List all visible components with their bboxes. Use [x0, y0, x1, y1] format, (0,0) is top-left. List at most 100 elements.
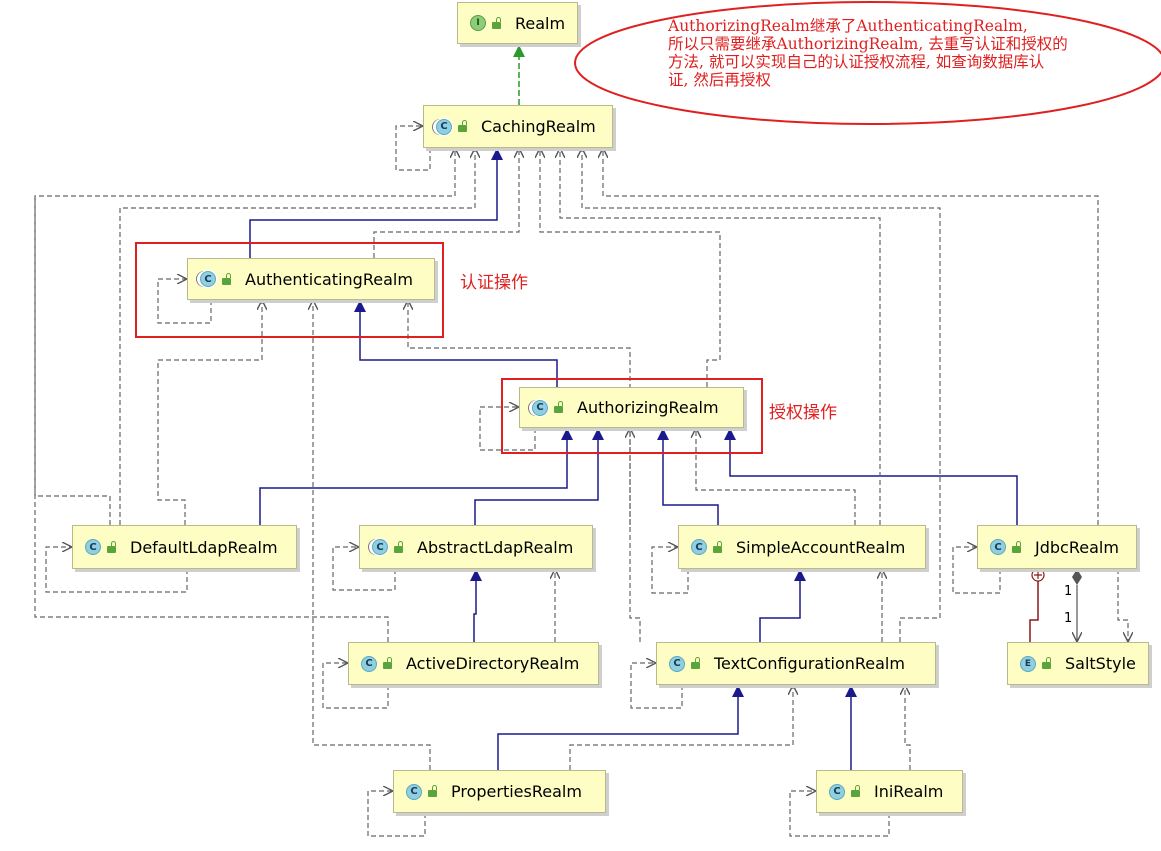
inheritance-note: AuthorizingRealm继承了AuthenticatingRealm, …: [668, 17, 1158, 89]
node-jdbc-realm[interactable]: C JdbcRealm: [977, 525, 1137, 569]
node-text-configuration-realm[interactable]: C TextConfigurationRealm: [656, 642, 936, 685]
node-abstract-ldap-realm[interactable]: C AbstractLdapRealm: [359, 525, 593, 569]
edge-abstractldap-extends-authorizing: [474, 428, 604, 525]
node-label: IniRealm: [874, 782, 944, 801]
class-icon: C: [669, 655, 685, 672]
note-line: AuthorizingRealm继承了AuthenticatingRealm,: [668, 17, 1028, 35]
edge-self-activedirectory: [322, 663, 389, 709]
public-lock-icon: [851, 785, 860, 797]
public-lock-icon: [222, 272, 231, 285]
public-lock-icon: [1042, 657, 1051, 669]
class-icon: C: [361, 655, 377, 672]
node-label: SaltStyle: [1065, 654, 1136, 673]
class-icon: C: [691, 539, 707, 555]
edge-authenticating-extends-caching: [249, 148, 503, 258]
node-label: AuthorizingRealm: [577, 398, 719, 417]
class-icon: C: [990, 539, 1006, 555]
node-label: ActiveDirectoryRealm: [406, 654, 580, 673]
edge-self-defaultldap: [45, 547, 188, 593]
multiplicity-upper: 1: [1064, 584, 1073, 599]
note-line: 所以只需要继承AuthorizingRealm, 去重写认证和授权的: [668, 35, 1068, 53]
authorization-highlight-box: [501, 378, 763, 454]
public-lock-icon: [383, 657, 392, 669]
edge-dep-authorizing-caching: [540, 148, 721, 387]
edge-properties-extends-textconfig: [497, 685, 744, 770]
edge-dep-activedirectory-caching: [34, 196, 389, 642]
public-lock-icon: [394, 540, 403, 553]
inner-class-plus: [1034, 571, 1042, 579]
edge-dep-textconfig-authorizing: [630, 428, 641, 642]
edge-self-properties: [367, 791, 426, 837]
edge-dep-ini-textconfig: [905, 685, 911, 770]
node-label: TextConfigurationRealm: [714, 654, 905, 673]
edge-dep-jdbc-saltstyle: [1117, 569, 1128, 642]
edge-activedirectory-extends-abstractldap: [470, 569, 482, 642]
edge-dep-properties-authenticating: [313, 300, 431, 770]
edge-self-jdbc: [952, 547, 1001, 594]
note-line: 证, 然后再授权: [668, 71, 771, 89]
node-label: SimpleAccountRealm: [736, 537, 906, 557]
node-label: Realm: [515, 13, 566, 33]
node-ini-realm[interactable]: C IniRealm: [816, 770, 963, 813]
abstract-class-icon: C: [372, 539, 388, 555]
enum-icon: E: [1020, 655, 1036, 672]
abstract-class-icon: C: [532, 399, 548, 416]
public-lock-icon: [458, 120, 467, 132]
public-lock-icon: [428, 785, 437, 797]
interface-icon: I: [470, 15, 486, 31]
abstract-class-icon: C: [436, 118, 452, 135]
edge-self-textconfig: [630, 663, 683, 709]
aggregation-diamond: [1072, 569, 1082, 585]
edge-dep-defaultldap-authenticating: [157, 300, 262, 525]
node-authorizing-realm[interactable]: C AuthorizingRealm: [519, 387, 744, 428]
node-salt-style[interactable]: E SaltStyle: [1007, 642, 1149, 685]
node-label: AuthenticatingRealm: [245, 269, 413, 289]
public-lock-icon: [1012, 540, 1021, 553]
authentication-highlight-box: [135, 242, 444, 338]
node-label: PropertiesRealm: [451, 782, 582, 801]
edge-dep-textconfig-caching: [582, 148, 941, 642]
multiplicity-lower: 1: [1064, 611, 1073, 626]
edge-dep-jdbc-caching: [603, 148, 1099, 525]
node-label: JdbcRealm: [1035, 537, 1119, 557]
edge-dep-authenticating-caching: [373, 148, 519, 258]
node-label: AbstractLdapRealm: [417, 537, 574, 557]
edge-self-simpleaccount: [651, 547, 689, 594]
node-realm[interactable]: I Realm: [457, 2, 578, 44]
edge-dep-properties-textconfig: [569, 685, 793, 770]
node-authenticating-realm[interactable]: C AuthenticatingRealm: [187, 258, 435, 300]
note-line: 方法, 就可以实现自己的认证授权流程, 如查询数据库认: [668, 53, 1045, 71]
edge-dep-simpleaccount-authorizing: [696, 428, 856, 525]
public-lock-icon: [107, 540, 116, 553]
node-label: DefaultLdapRealm: [130, 537, 278, 557]
edge-self-authenticating: [157, 279, 212, 324]
edge-self-authorizing: [479, 407, 536, 451]
class-icon: C: [406, 783, 422, 800]
node-properties-realm[interactable]: C PropertiesRealm: [393, 770, 606, 813]
edge-textconfig-extends-simpleaccount: [759, 569, 806, 642]
edge-dep-defaultldap-caching: [34, 148, 455, 525]
class-icon: C: [829, 783, 845, 800]
class-icon: C: [85, 539, 101, 555]
edge-self-ini: [789, 791, 890, 837]
node-active-directory-realm[interactable]: C ActiveDirectoryRealm: [348, 642, 599, 685]
authorization-label: 授权操作: [769, 403, 837, 423]
node-caching-realm[interactable]: C CachingRealm: [423, 105, 613, 148]
node-default-ldap-realm[interactable]: C DefaultLdapRealm: [72, 525, 297, 569]
edge-inner-class-jdbc-saltstyle: [1029, 581, 1039, 642]
edge-self-abstractldap: [332, 547, 396, 591]
public-lock-icon: [713, 540, 722, 553]
authentication-label: 认证操作: [460, 273, 528, 293]
public-lock-icon: [554, 401, 563, 413]
edge-jdbc-extends-authorizing: [724, 428, 1018, 525]
public-lock-icon: [691, 657, 700, 669]
public-lock-icon: [492, 16, 501, 29]
edge-authorizing-extends-authenticating: [354, 300, 558, 387]
edge-self-caching: [395, 126, 431, 171]
edge-dep-simpleaccount-caching: [560, 148, 881, 525]
node-label: CachingRealm: [481, 117, 596, 136]
abstract-class-icon: C: [200, 271, 216, 287]
node-simple-account-realm[interactable]: C SimpleAccountRealm: [678, 525, 926, 569]
edge-simpleaccount-extends-authorizing: [657, 428, 719, 525]
note-ellipse: [574, 1, 1161, 125]
